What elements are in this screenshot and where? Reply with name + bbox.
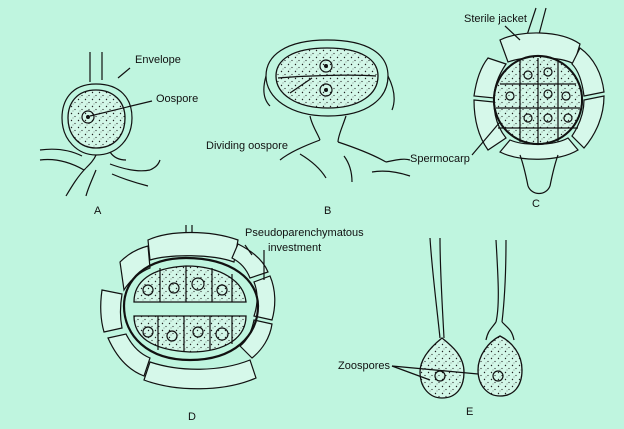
panel-c-label: C: [532, 198, 540, 210]
panel-b-dividing-oospore: [275, 47, 379, 109]
leader-envelope: [117, 67, 131, 79]
zoospore-right: [477, 335, 523, 397]
panel-d-figure: [100, 225, 276, 390]
label-oospore: Oospore: [156, 93, 198, 105]
panel-e-label: E: [466, 406, 473, 418]
leader-dividing-oospore: [289, 77, 313, 94]
panel-a-oospore: [67, 89, 126, 149]
label-dividing-oospore: Dividing oospore: [206, 140, 288, 152]
zoospore-left: [419, 337, 465, 399]
leader-sterile-jacket: [504, 25, 521, 41]
panel-a-label: A: [94, 205, 102, 217]
panel-b-label: B: [324, 205, 331, 217]
leader-zoospore-right: [391, 365, 479, 375]
panel-e-figure: [419, 237, 523, 399]
label-envelope: Envelope: [135, 54, 181, 66]
panel-d-label: D: [188, 411, 196, 423]
label-zoospores: Zoospores: [338, 360, 390, 372]
leader-pseudo-1: [244, 244, 253, 256]
label-sterile-jacket: Sterile jacket: [464, 13, 527, 25]
panel-b-figure: [263, 39, 411, 183]
label-spermocarp: Spermocarp: [410, 153, 470, 165]
leader-zoospore-left: [391, 365, 431, 381]
label-pseudoparenchymatous: Pseudoparenchymatous: [245, 227, 364, 239]
leader-spermocarp: [471, 121, 501, 156]
panel-c-figure: [473, 7, 605, 195]
label-investment: investment: [268, 242, 321, 254]
leader-oospore: [89, 100, 153, 117]
panel-a-figure: [39, 52, 161, 197]
